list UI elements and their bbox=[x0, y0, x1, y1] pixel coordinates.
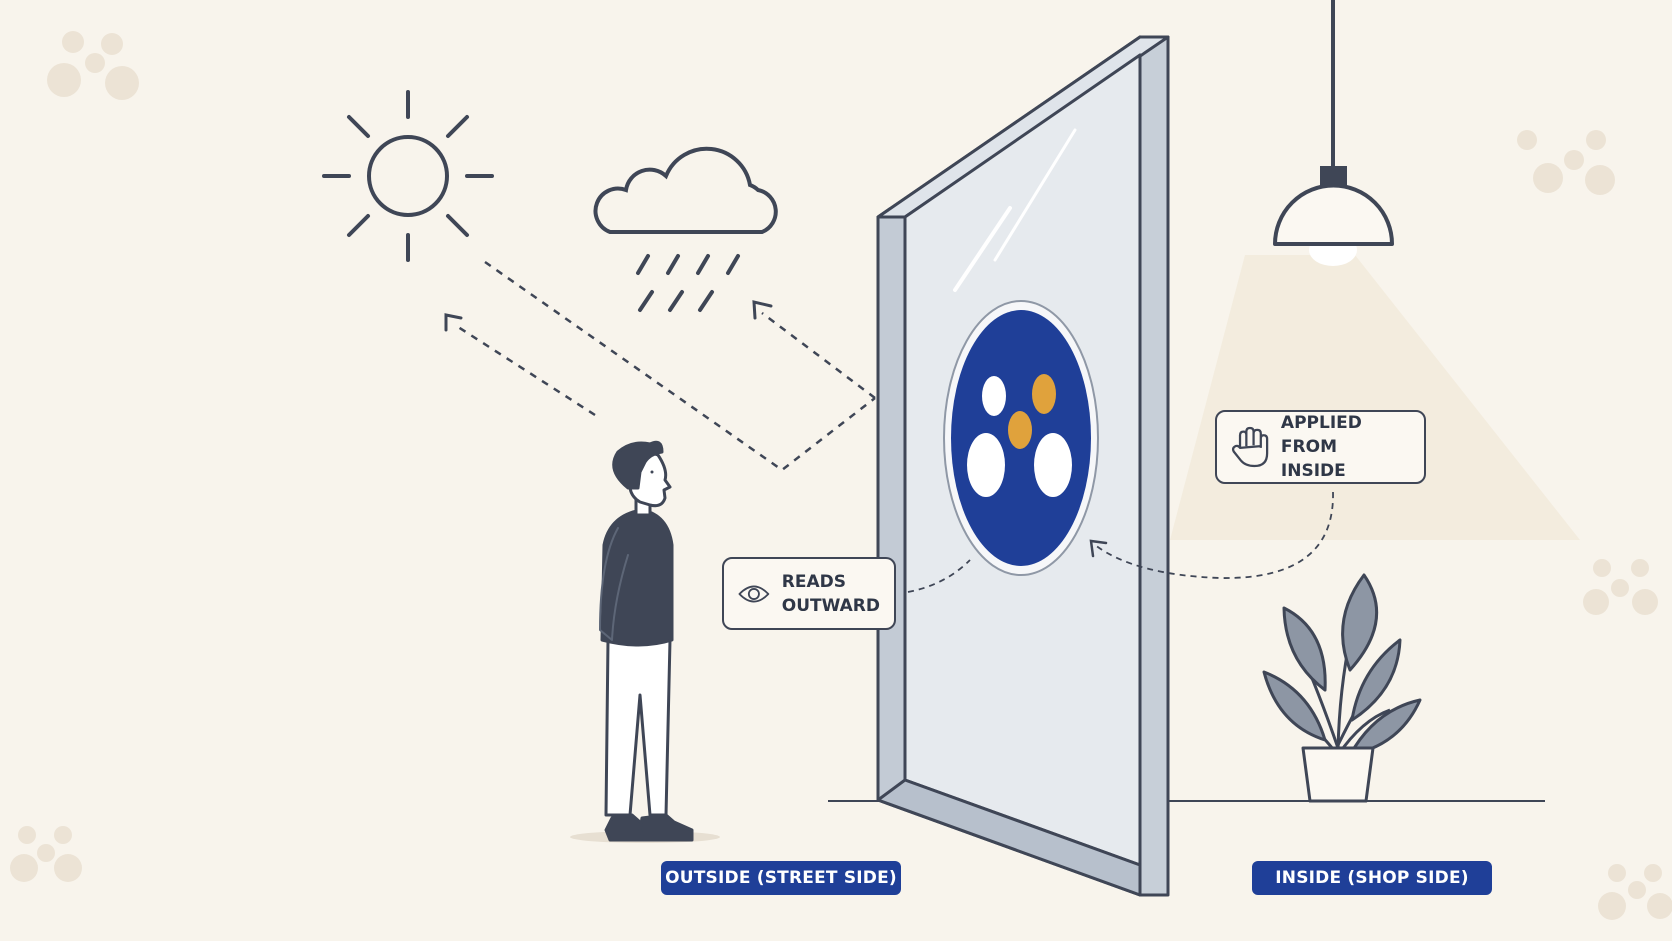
plant-icon bbox=[1262, 573, 1422, 803]
paw-print-icon bbox=[1598, 864, 1672, 920]
decal-logo bbox=[943, 300, 1099, 576]
callout-applied-line2: INSIDE bbox=[1280, 461, 1346, 481]
arrowhead bbox=[752, 300, 773, 320]
pendant-lamp-icon bbox=[1273, 0, 1394, 266]
person-figure bbox=[570, 440, 720, 843]
arrowhead bbox=[444, 313, 463, 332]
label-inside-shop-side: INSIDE (SHOP SIDE) bbox=[1252, 861, 1492, 895]
callout-reads-line1: READS bbox=[781, 571, 847, 592]
paw-print-icon bbox=[10, 826, 82, 882]
sightline-arrows bbox=[454, 260, 876, 472]
callout-applied-line1: APPLIED FROM bbox=[1280, 413, 1362, 457]
paw-print-icon bbox=[47, 31, 139, 100]
arrowhead bbox=[1089, 539, 1108, 558]
leader-line bbox=[1094, 491, 1334, 579]
hand-icon bbox=[1231, 426, 1269, 468]
callout-applied-from-inside: APPLIED FROM INSIDE bbox=[1215, 410, 1426, 484]
callout-reads-line2: OUTWARD bbox=[781, 595, 880, 616]
paw-print-icon bbox=[1517, 130, 1615, 195]
callout-reads-outward: READS OUTWARD bbox=[722, 557, 896, 630]
leader-line bbox=[907, 559, 971, 593]
lamp-light-cone bbox=[1170, 255, 1580, 540]
eye-icon bbox=[738, 585, 770, 602]
sun-icon bbox=[322, 90, 494, 262]
rain-cloud-icon bbox=[593, 146, 778, 312]
paw-print-icon bbox=[1583, 559, 1658, 615]
label-outside-street-side: OUTSIDE (STREET SIDE) bbox=[661, 861, 901, 895]
